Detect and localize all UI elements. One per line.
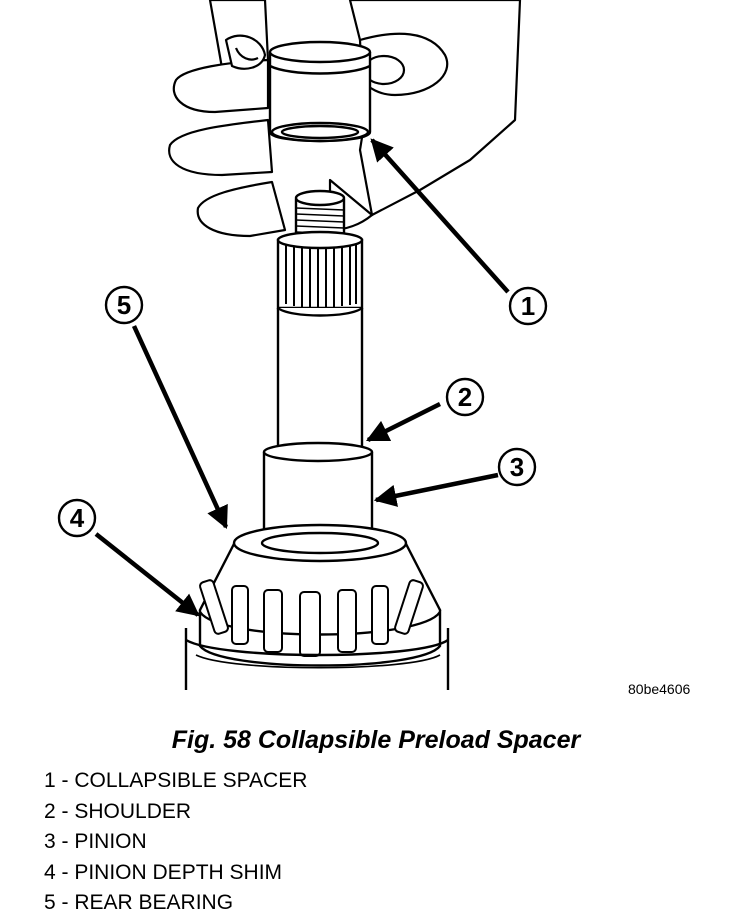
callout-2: 2 [445, 377, 485, 417]
callout-3-number: 3 [510, 452, 524, 482]
figure-caption: Fig. 58 Collapsible Preload Spacer [171, 726, 581, 754]
legend-item: 5 - REAR BEARING [44, 891, 234, 914]
callout-5-number: 5 [117, 290, 131, 320]
rear-bearing [184, 523, 450, 690]
callout-2-number: 2 [458, 382, 472, 412]
legend-item: 3 - PINION [44, 830, 147, 853]
legend-list: 1 - COLLAPSIBLE SPACER 2 - SHOULDER 3 - … [44, 766, 307, 919]
pinion-shaft [262, 189, 374, 562]
legend-item: 1 - COLLAPSIBLE SPACER [44, 769, 308, 792]
collapsible-spacer [268, 40, 372, 143]
legend-item: 4 - PINION DEPTH SHIM [44, 860, 283, 884]
callout-1: 1 [508, 286, 548, 326]
callout-3: 3 [497, 447, 537, 487]
callout-1-number: 1 [521, 291, 535, 321]
callout-5: 5 [104, 285, 144, 325]
illustration: 1 2 3 4 5 [57, 0, 548, 690]
callout-4: 4 [57, 498, 97, 538]
callout-4-number: 4 [70, 503, 85, 533]
leader-arrows [94, 138, 510, 617]
figure-image-code: 80be4606 [628, 681, 691, 697]
legend-item: 2 - SHOULDER [44, 799, 192, 823]
